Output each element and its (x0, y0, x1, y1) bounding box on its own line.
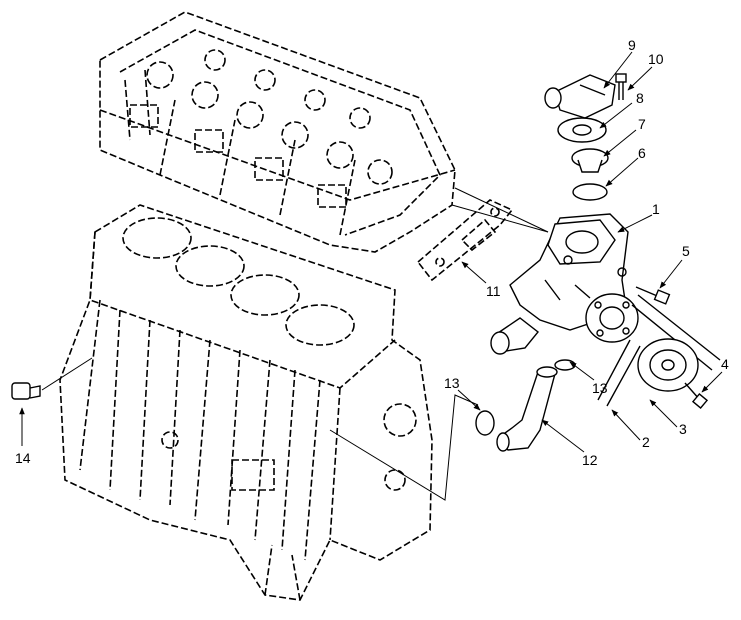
gasket-8 (557, 117, 607, 143)
thermostat-housing (544, 74, 616, 119)
callout-13-right: 13 (592, 380, 608, 396)
callout-7: 7 (638, 116, 646, 132)
cylinder-head (99, 11, 456, 253)
leader-lines (19, 51, 723, 453)
callout-1: 1 (652, 201, 660, 217)
callout-12: 12 (582, 452, 598, 468)
callout-5: 5 (682, 243, 690, 259)
callout-3: 3 (679, 421, 687, 437)
callout-11: 11 (486, 283, 501, 299)
callout-2: 2 (642, 434, 650, 450)
o-ring-13a (475, 410, 495, 436)
callout-9: 9 (628, 37, 636, 53)
gasket-11 (416, 199, 514, 282)
pulley-3 (637, 338, 699, 392)
callout-13-left: 13 (444, 375, 460, 391)
bolt-5 (635, 286, 671, 305)
callout-14: 14 (15, 450, 31, 466)
callout-6: 6 (638, 145, 646, 161)
thermostat-7 (571, 148, 609, 173)
belt-2 (597, 294, 721, 407)
cylinder-block (59, 204, 433, 601)
plug-14 (11, 357, 93, 400)
callout-8: 8 (636, 90, 644, 106)
o-ring-13b (554, 359, 576, 371)
water-pump (490, 213, 639, 355)
callout-10: 10 (648, 51, 664, 67)
alignment-lines (329, 187, 549, 501)
water-pipe-12 (496, 366, 558, 452)
o-ring-6 (572, 183, 608, 201)
bolt-10 (615, 73, 627, 100)
bolt-4 (684, 382, 709, 410)
callout-4: 4 (721, 356, 729, 372)
callout-labels: 1 2 3 4 5 6 7 8 9 10 11 12 13 13 14 (15, 37, 729, 468)
